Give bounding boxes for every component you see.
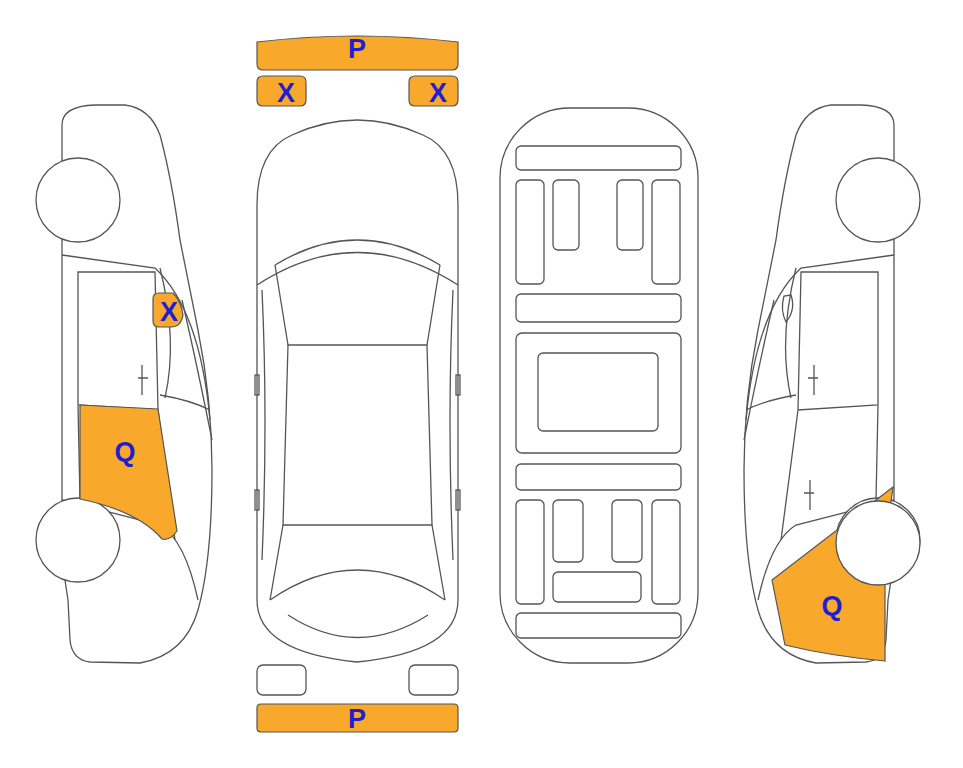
damage-fill — [257, 76, 306, 106]
damage-code: P — [348, 36, 366, 63]
top-view — [255, 120, 460, 695]
damage-code: Q — [114, 439, 135, 466]
damage-code: X — [277, 80, 295, 107]
side-view — [36, 105, 212, 663]
damage-shape — [78, 403, 178, 543]
damage-fill — [409, 76, 458, 106]
wheel — [836, 501, 920, 585]
damage-shape — [770, 485, 895, 662]
damage-fill — [153, 293, 183, 327]
side-view — [744, 105, 920, 663]
damage-area: X — [409, 76, 458, 106]
damage-area: P — [257, 704, 458, 732]
damage-fill — [257, 36, 458, 70]
damage-area: P — [257, 30, 458, 70]
damage-code: Q — [821, 593, 842, 620]
damage-area: Q — [78, 403, 178, 543]
underside-view — [500, 108, 698, 663]
damage-area: X — [153, 293, 183, 327]
damage-area: X — [257, 76, 306, 106]
damage-code: X — [160, 299, 178, 326]
damage-area: Q — [770, 485, 895, 662]
damage-fill — [80, 405, 177, 539]
damage-fill — [257, 704, 458, 732]
damage-code: X — [429, 80, 447, 107]
damage-code: P — [348, 706, 366, 733]
